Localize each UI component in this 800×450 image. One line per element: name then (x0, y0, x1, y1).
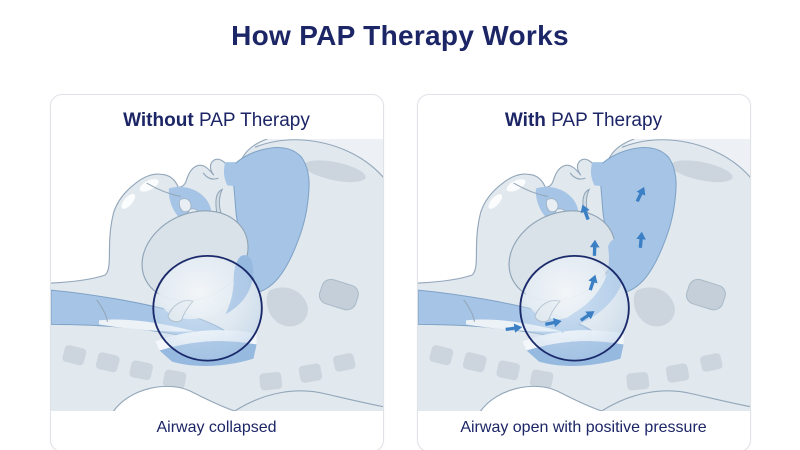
jaw-bone-shadow (266, 287, 308, 327)
collapsed-airway-illustration (50, 139, 383, 411)
panel-without-pap: Without PAP Therapy (49, 94, 384, 450)
magnifier-border (518, 254, 630, 362)
panel-title-with: With PAP Therapy (418, 110, 750, 132)
magnifier-lens (152, 255, 262, 361)
magnifier-border (151, 254, 263, 362)
neck-notch (113, 386, 235, 411)
ear-canal (318, 278, 359, 311)
panel-title-bold: With (504, 110, 546, 131)
anatomy-diagram-collapsed (50, 139, 383, 411)
panel-title-without: Without PAP Therapy (51, 110, 383, 132)
panel-title-rest: PAP Therapy (193, 110, 310, 131)
nostril (202, 172, 219, 180)
infographic: How PAP Therapy Works Without PAP Therap… (0, 20, 800, 450)
face-profile (50, 139, 267, 284)
magnifier-lens (519, 255, 629, 361)
lip-highlight (139, 179, 159, 192)
magnifier-circle (518, 254, 630, 362)
open-airway-illustration (417, 139, 750, 411)
anatomy-diagram-open (417, 139, 750, 411)
mouth-slit (145, 182, 181, 197)
page-title: How PAP Therapy Works (231, 20, 569, 51)
open-airway (559, 238, 625, 334)
panel-caption-without: Airway collapsed (156, 419, 277, 436)
head-cross-section (50, 139, 383, 411)
magnifier-circle (151, 254, 263, 362)
panel-title-bold: Without (123, 110, 194, 131)
panel-with-pap: With PAP Therapy (416, 94, 751, 450)
vertebrae (61, 345, 355, 391)
panel-title-rest: PAP Therapy (545, 110, 663, 131)
skull (255, 139, 383, 177)
comparison-panels: Without PAP Therapy (0, 94, 800, 450)
panel-caption-with: Airway open with positive pressure (460, 419, 707, 436)
